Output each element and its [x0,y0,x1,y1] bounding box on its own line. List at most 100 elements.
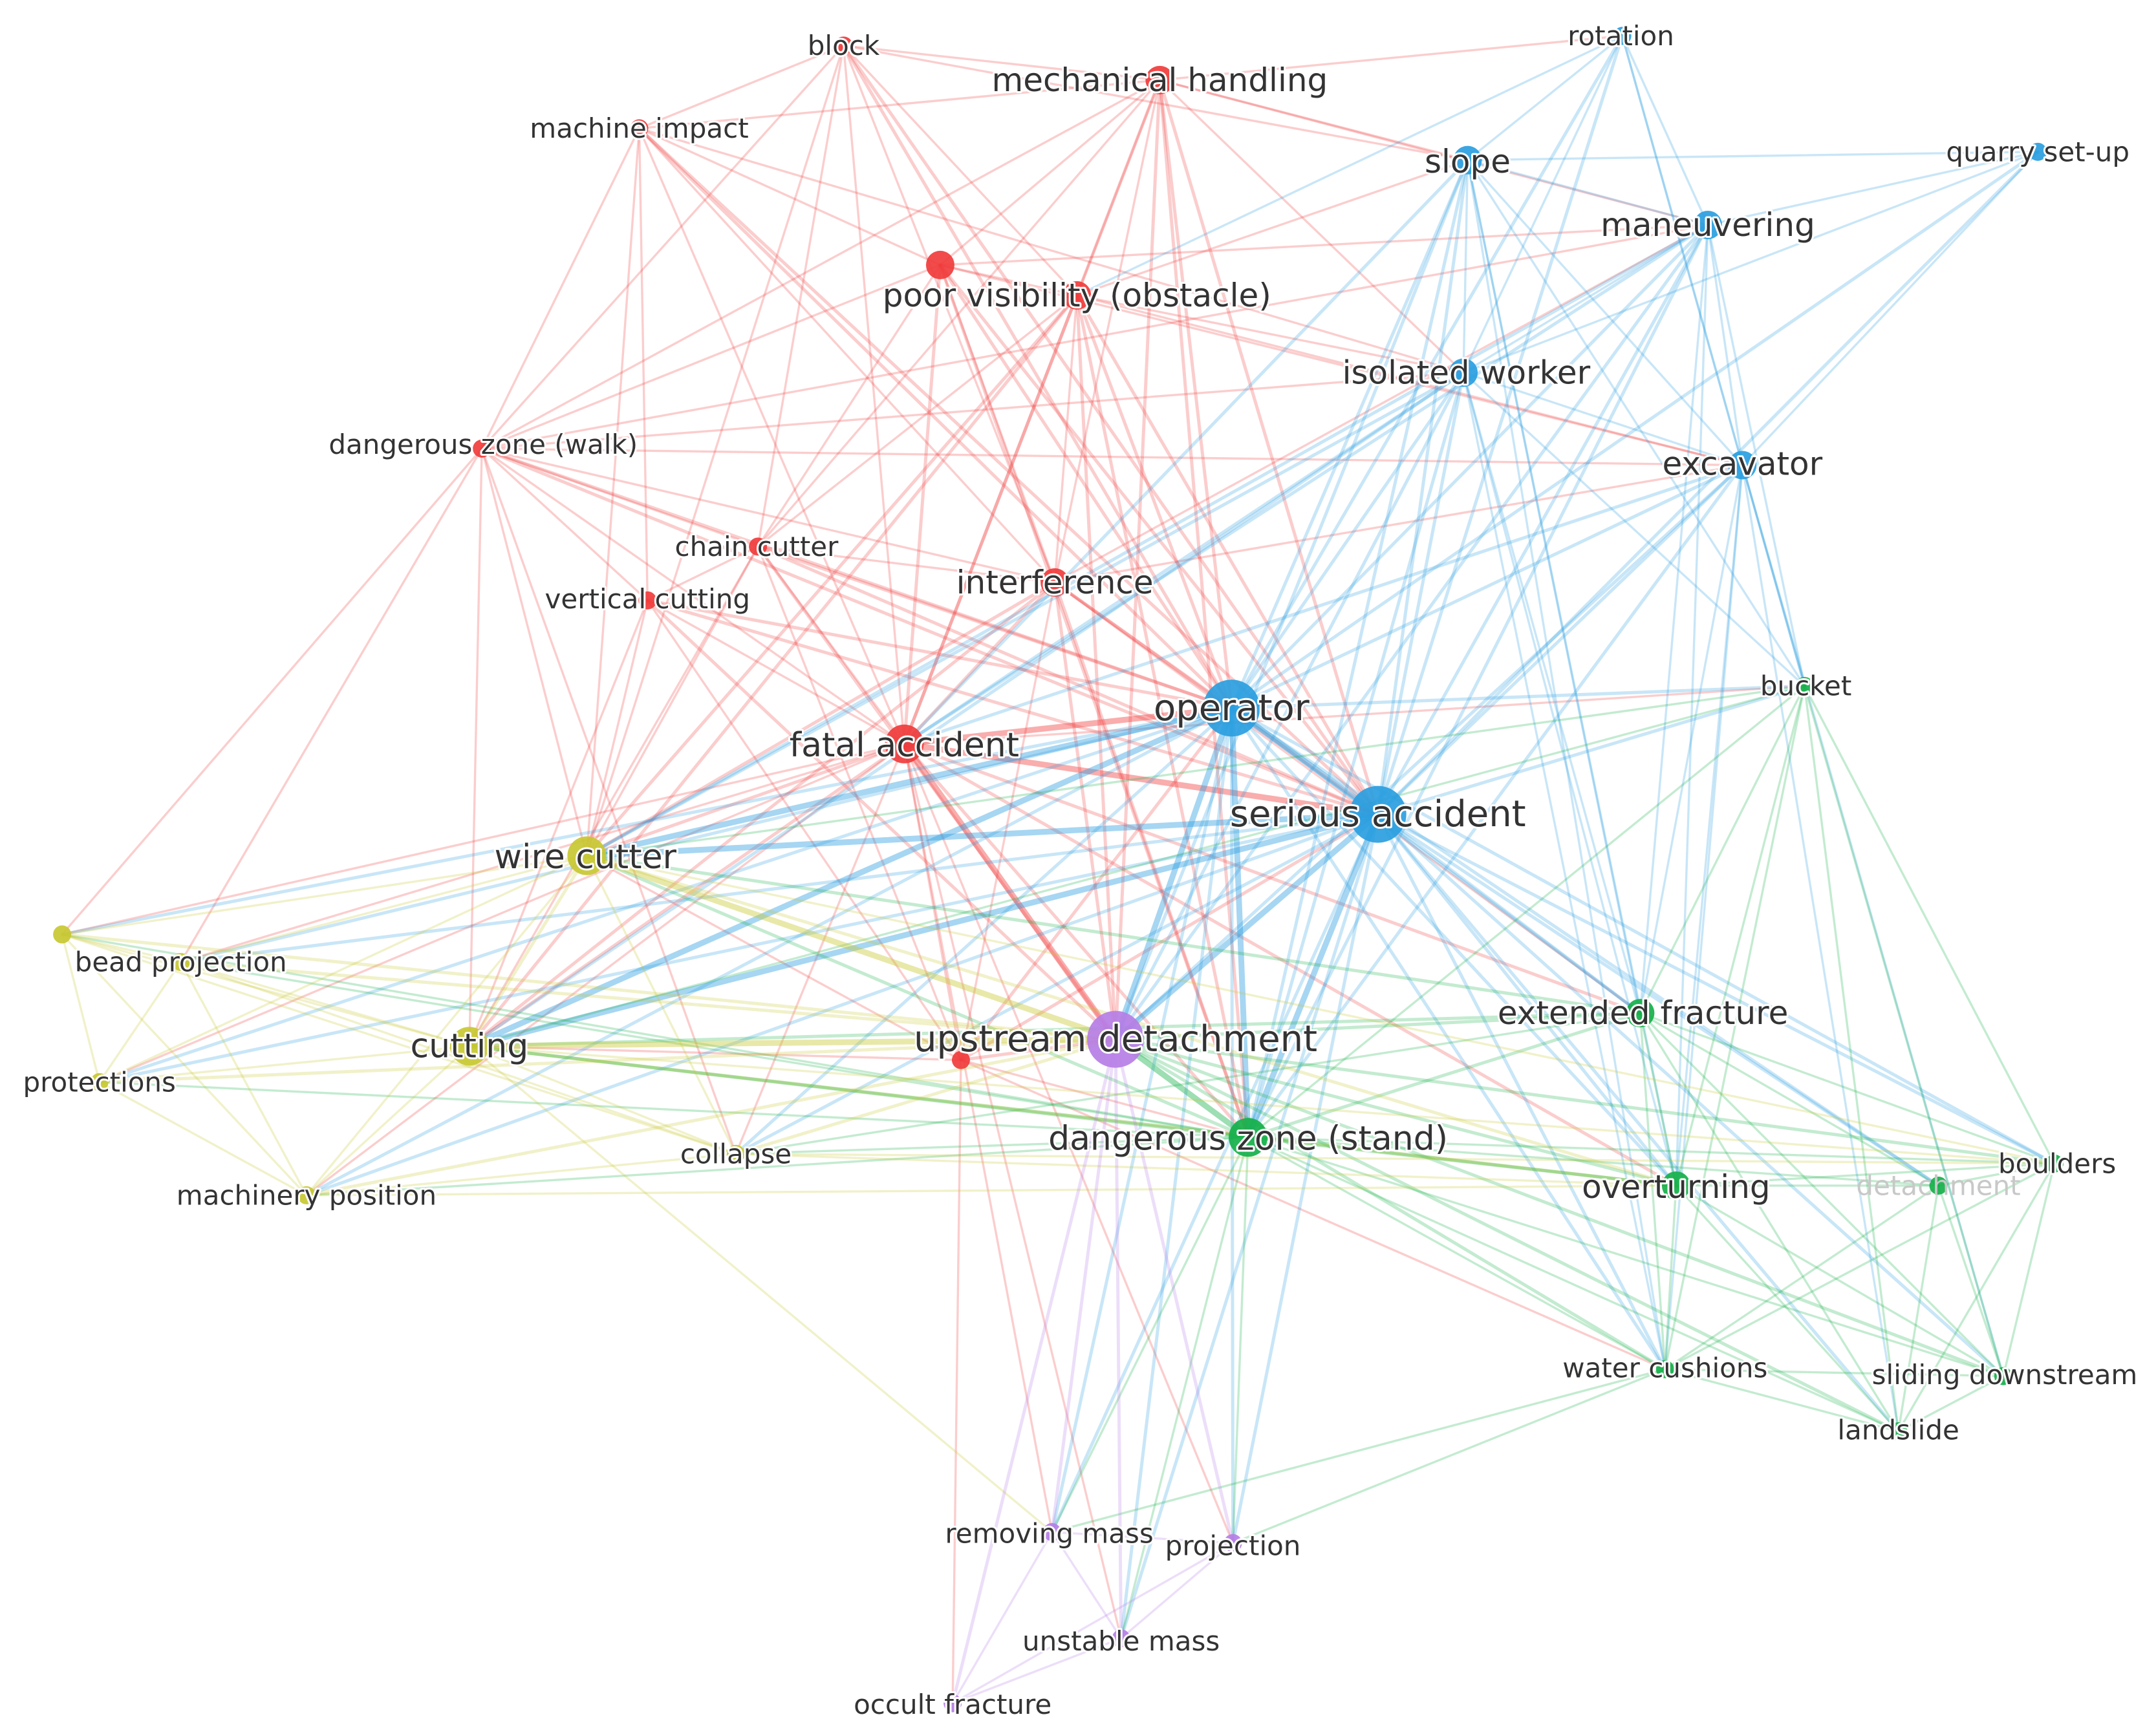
node-quarry_setup[interactable] [2029,142,2047,161]
edge-extended_fracture-wire_cutter [585,854,1642,1015]
edge-dangerous_zone_stand-unstable_mass [1119,1136,1249,1639]
edge-mechanical_handling-interference [1053,79,1161,584]
node-excavator[interactable] [1728,451,1757,480]
node-collapse[interactable] [726,1144,745,1163]
node-mechanical_handling[interactable] [1145,65,1174,94]
label-water_cushions: water cushions [1562,1352,1767,1383]
edge-mechanical_handling-rotation [1158,34,1624,81]
edge-dangerous_zone_walk-serious_accident [480,447,1380,817]
edge-fatal_accident-cutting [468,742,906,1048]
node-upstream_detachment[interactable] [1087,1010,1145,1068]
edge-fatal_accident-machinery_position [305,743,906,1197]
edge-protections-machinery_position [98,1081,308,1197]
node-machinery_position[interactable] [297,1186,316,1204]
node-interference[interactable] [1040,568,1070,597]
edge-bucket-sliding_downstream [1803,685,2005,1378]
edge-collapse-boulders [735,1153,2056,1165]
edge-extended_fracture-cutting [468,1011,1642,1048]
node-fatal_accident[interactable] [885,724,924,764]
edge-rotation-poor_visibility [1075,34,1624,297]
edge-mechanical_handling-chain_cutter [757,79,1161,548]
node-extended_fracture[interactable] [1626,999,1655,1028]
edge-fatal_accident-bucket [903,685,1806,745]
label-projection: projection [1165,1530,1301,1562]
node-wire_cutter[interactable] [567,836,607,875]
node-detachment[interactable] [1929,1176,1948,1195]
node-isolated_worker[interactable] [1449,358,1478,387]
edge-excavator-upstream_detachment [1114,463,1744,1041]
node-water_cushions[interactable] [1655,1360,1674,1378]
edge-isolated_worker-operator [1229,370,1465,710]
node-overturning[interactable] [1661,1171,1690,1200]
edge-poor_visibility_node-serious_accident [938,263,1380,817]
node-unstable_mass[interactable] [1112,1629,1130,1648]
edge-interference-fatal_accident [902,581,1057,746]
edge-chain_cutter-fatal_accident [757,545,906,745]
node-projection[interactable] [1224,1533,1242,1552]
node-poor_visibility_node[interactable] [925,250,954,279]
node-yellow_left[interactable] [53,925,72,944]
edge-operator-serious_accident [1228,705,1381,818]
edge-bucket-dangerous_zone_stand [1247,685,1806,1138]
edge-bucket-wire_cutter [585,685,1806,857]
edge-poor_visibility-upstream_detachment [1075,294,1117,1041]
node-slope[interactable] [1453,145,1482,175]
node-dangerous_zone_stand[interactable] [1229,1118,1268,1157]
node-sliding_downstream[interactable] [1994,1367,2012,1385]
edge-fatal_accident-removing_mass [903,743,1053,1533]
node-vertical_cutting[interactable] [638,591,657,610]
edge-poor_visibility_node-interference [939,264,1056,584]
node-bucket[interactable] [1795,677,1814,696]
edge-machine_impact-isolated_worker [638,127,1465,374]
label-sliding_downstream: sliding downstream [1872,1359,2138,1391]
edge-protections-upstream_detachment [98,1038,1117,1084]
node-occult_fracture[interactable] [943,1694,962,1713]
edge-poor_visibility-chain_cutter [757,294,1079,548]
edge-excavator-fatal_accident [902,463,1744,746]
edge-wire_cutter-bead_projection [179,854,588,963]
edge-vertical_cutting-serious_accident [645,599,1380,817]
edge-upstream_detachment-removing_mass [1050,1038,1117,1534]
label-detachment: detachment [1856,1169,2020,1201]
edge-projection-occult_fracture [951,1542,1234,1705]
edge-operator-protections [98,706,1233,1084]
node-poor_visibility[interactable] [1062,281,1092,310]
label-removing_mass: removing mass [945,1517,1153,1549]
edge-maneuvering-serious_accident [1376,223,1710,817]
node-landslide[interactable] [1889,1422,1908,1440]
node-removing_mass[interactable] [1042,1522,1061,1541]
edge-bucket-water_cushions [1664,685,1806,1371]
edge-excavator-water_cushions [1664,464,1744,1371]
node-boulders[interactable] [2045,1154,2064,1173]
node-cutting[interactable] [449,1027,489,1066]
edge-serious_accident-extended_fracture [1376,813,1642,1015]
node-chain_cutter[interactable] [749,537,768,556]
node-maneuvering[interactable] [1693,211,1722,240]
node-serious_accident[interactable] [1349,785,1407,843]
node-block[interactable] [834,36,853,55]
edge-red_small-wire_cutter [585,854,962,1062]
edge-serious_accident-cutting [466,811,1381,1049]
node-red_small[interactable] [951,1051,970,1069]
edge-bead_projection-protections [98,961,182,1084]
edge-quarry_setup-excavator [1741,151,2039,467]
edge-slope-extended_fracture [1466,158,1642,1014]
edge-serious_accident-protections [98,813,1380,1084]
node-rotation[interactable] [1613,27,1632,45]
label-unstable_mass: unstable mass [1022,1625,1220,1657]
edge-quarry_setup-slope [1466,151,2039,162]
node-bead_projection[interactable] [171,953,190,972]
node-machine_impact[interactable] [630,119,649,138]
edge-collapse-upstream_detachment [734,1038,1117,1156]
edge-dangerous_zone_walk-isolated_worker [480,371,1465,450]
edge-serious_accident-upstream_detachment [1112,811,1381,1043]
node-dangerous_zone_walk[interactable] [473,439,491,458]
edge-excavator-landslide [1741,464,1900,1433]
edge-fatal_accident-serious_accident [901,741,1381,818]
edge-serious_accident-sliding_downstream [1376,813,2005,1378]
node-protections[interactable] [90,1073,109,1091]
edge-fatal_accident-overturning [902,742,1678,1188]
edge-slope-isolated_worker [1462,158,1469,374]
edge-machine_impact-fatal_accident [638,127,906,745]
node-operator[interactable] [1203,679,1260,737]
